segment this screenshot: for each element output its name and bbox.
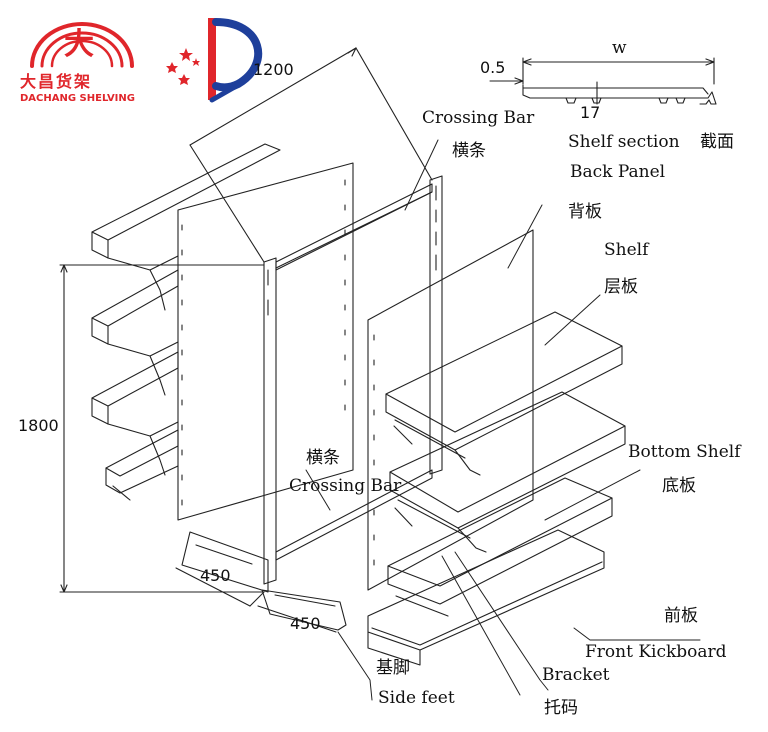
label-shelf-en: Shelf: [604, 240, 649, 260]
logo-name-cn: 大昌货架: [20, 72, 93, 91]
dimension-depth-left: 450: [200, 566, 231, 585]
right-unit: [367, 229, 626, 666]
section-height-label: 17: [580, 103, 601, 122]
logo-glyph: 大: [64, 27, 94, 62]
label-bracket-cn: 托码: [544, 698, 578, 718]
section-w-label: w: [612, 38, 627, 58]
section-caption-cn: 截面: [700, 132, 734, 152]
label-bottom-shelf-en: Bottom Shelf: [628, 442, 741, 462]
dimension-top-width: 1200: [253, 60, 294, 79]
label-crossing-bar-top-cn: 横条: [452, 141, 486, 161]
p-mark-icon: [208, 18, 263, 103]
label-back-panel-en: Back Panel: [570, 162, 666, 182]
label-shelf-cn: 层板: [604, 277, 638, 297]
label-side-feet-cn: 基脚: [376, 658, 410, 678]
label-back-panel-cn: 背板: [568, 202, 602, 222]
dimension-lines: [59, 47, 433, 633]
label-front-kickboard-cn: 前板: [664, 606, 698, 626]
label-bottom-shelf-cn: 底板: [662, 476, 696, 496]
left-unit: [91, 143, 443, 631]
label-bracket-en: Bracket: [542, 665, 610, 685]
section-caption-en: Shelf section: [568, 132, 680, 152]
star-icon: [166, 48, 200, 85]
leader-lines: [305, 139, 701, 701]
label-crossing-bar-mid-en: Crossing Bar: [289, 476, 402, 496]
dimension-depth-right: 450: [290, 614, 321, 633]
section-thickness-label: 0.5: [480, 58, 506, 77]
logo-name-en: DACHANG SHELVING: [20, 93, 135, 104]
label-crossing-bar-top-en: Crossing Bar: [422, 108, 535, 128]
label-side-feet-en: Side feet: [378, 688, 455, 708]
dachang-logo-mark: [30, 22, 134, 68]
shelf-section-profile: [489, 57, 717, 105]
label-front-kickboard-en: Front Kickboard: [585, 642, 727, 662]
label-crossing-bar-mid-cn: 横条: [306, 448, 340, 468]
dimension-height: 1800: [18, 416, 59, 435]
